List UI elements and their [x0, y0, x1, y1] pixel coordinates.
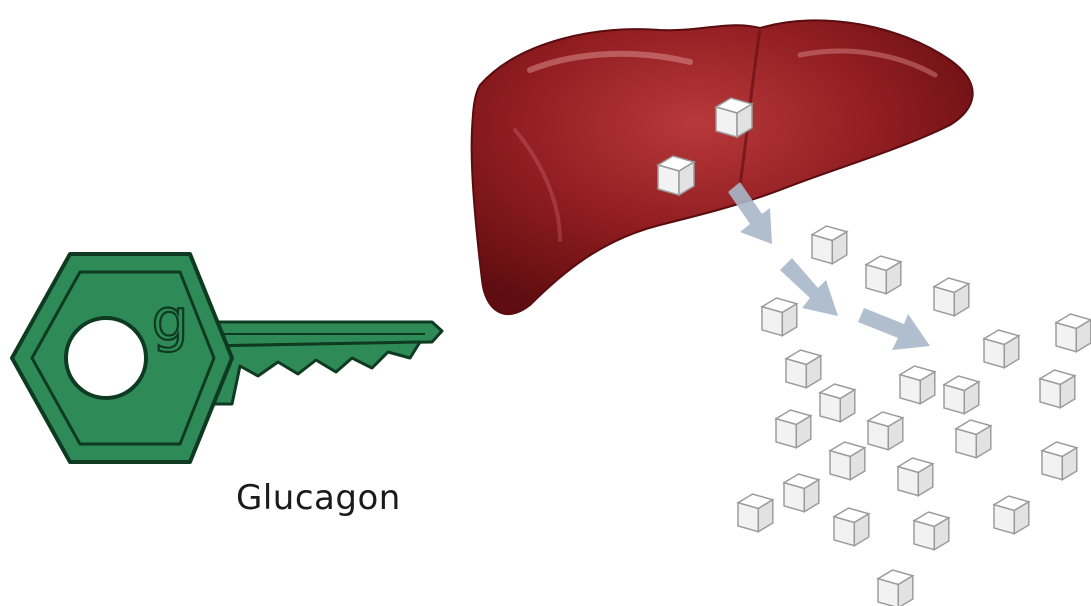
arrow-3	[858, 308, 930, 350]
glucagon-key: g	[12, 254, 442, 462]
key-bit	[205, 342, 420, 404]
sugar-cubes-released	[738, 226, 1091, 606]
glucagon-label: Glucagon	[236, 478, 401, 518]
key-letter: g	[152, 286, 189, 354]
key-hole	[66, 318, 146, 398]
